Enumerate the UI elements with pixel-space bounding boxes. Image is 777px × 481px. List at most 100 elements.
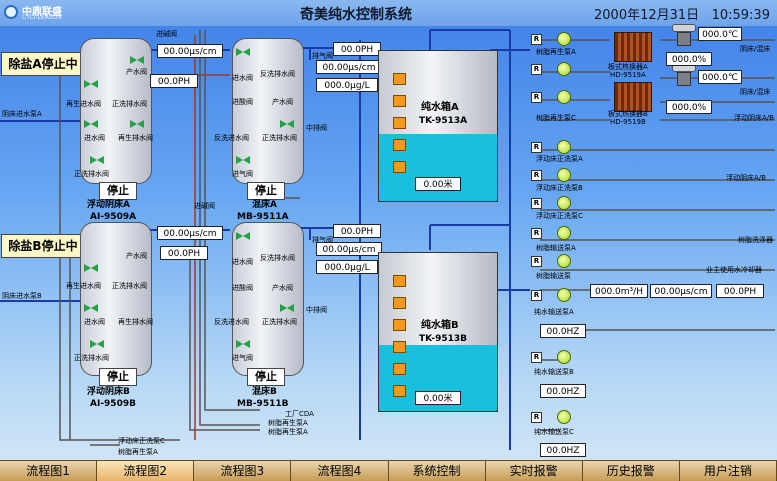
flow-display: 000.0m³/H xyxy=(590,284,648,298)
remote-indicator: R xyxy=(531,256,542,267)
pump-icon[interactable] xyxy=(555,90,573,104)
pump-icon[interactable] xyxy=(555,32,573,46)
valve-icon[interactable] xyxy=(280,304,294,313)
valve-icon[interactable] xyxy=(84,120,98,129)
valve-label: 排气阀 xyxy=(312,52,333,60)
valve-label: 正洗排水阀 xyxy=(262,134,297,142)
a-cond1-display: 00.00μs/cm xyxy=(157,44,223,58)
float-outlet-label: 浮动阴床A/B xyxy=(726,174,766,182)
tab-flow-4[interactable]: 流程图4 xyxy=(291,460,389,481)
valve-label: 进酸阀 xyxy=(232,284,253,292)
valve-icon[interactable] xyxy=(280,120,294,129)
b-silica-display: 000.0μg/L xyxy=(316,260,378,274)
bed-a1-name: 浮动阴床A xyxy=(87,200,130,210)
bed-a2-name: 混床A xyxy=(252,200,277,210)
level-indicator-icon xyxy=(393,363,406,375)
b-ph1-display: 00.0PH xyxy=(160,246,208,260)
bed-a2-stop-button[interactable]: 停止 xyxy=(247,182,285,200)
logo-cn: 中鼎联盛 xyxy=(22,7,62,18)
level-indicator-icon xyxy=(393,275,406,287)
pump-icon[interactable] xyxy=(555,254,573,268)
valve-icon[interactable] xyxy=(130,56,144,65)
level-indicator-icon xyxy=(393,117,406,129)
valve-label: 排气阀 xyxy=(312,236,333,244)
valve-label: 反洗进水阀 xyxy=(214,134,249,142)
bed-a1-code: AI-9509A xyxy=(90,212,137,222)
remote-indicator: R xyxy=(531,64,542,75)
pump-icon[interactable] xyxy=(555,410,573,424)
valve-label: 正洗排水阀 xyxy=(74,354,109,362)
tab-system-control[interactable]: 系统控制 xyxy=(388,460,486,481)
a-cond2-display: 00.00μs/cm xyxy=(316,60,382,74)
valve-label: 产水阀 xyxy=(272,98,293,106)
bed-a1-stop-button[interactable]: 停止 xyxy=(99,182,137,200)
remote-indicator: R xyxy=(531,170,542,181)
a-ph1-display: 00.0PH xyxy=(150,74,198,88)
remote-indicator: R xyxy=(531,198,542,209)
temp1-display: 000.0℃ xyxy=(698,27,742,41)
tab-logout[interactable]: 用户注销 xyxy=(679,460,777,481)
pump-icon[interactable] xyxy=(555,196,573,210)
regen-a2-label: 树脂再生泵A xyxy=(268,428,308,436)
valve-label: 再生进水阀 xyxy=(66,100,101,108)
level-indicator-icon xyxy=(393,139,406,151)
remote-indicator: R xyxy=(531,352,542,363)
valve-icon[interactable] xyxy=(84,304,98,313)
pure-water-tank-a: 纯水箱A TK-9513A 0.00米 xyxy=(378,50,498,202)
level-indicator-icon xyxy=(393,385,406,397)
tab-flow-1[interactable]: 流程图1 xyxy=(0,460,98,481)
resin-outlet-label: 树脂洗涤器 xyxy=(738,236,773,244)
valve-label: 正洗排水阀 xyxy=(112,282,147,290)
pump-icon[interactable] xyxy=(555,288,573,302)
valve-icon[interactable] xyxy=(236,156,250,165)
valve-icon[interactable] xyxy=(84,80,98,89)
pump-label: 浮动床正洗泵C xyxy=(536,212,583,220)
dryer-icon xyxy=(672,64,696,88)
pump-icon[interactable] xyxy=(555,140,573,154)
group-b-status: 除盐B停止中 xyxy=(1,234,85,258)
valve-icon[interactable] xyxy=(236,48,250,57)
tank-b-name: 纯水箱B xyxy=(421,320,459,331)
tab-flow-2[interactable]: 流程图2 xyxy=(97,460,195,481)
level-indicator-icon xyxy=(393,161,406,173)
level-indicator-icon xyxy=(393,95,406,107)
remote-indicator: R xyxy=(531,92,542,103)
valve-label: 正洗排水阀 xyxy=(112,100,147,108)
valve-label: 正洗排水阀 xyxy=(262,318,297,326)
tab-realtime-alarm[interactable]: 实时报警 xyxy=(485,460,583,481)
time: 10:59:39 xyxy=(711,8,770,23)
logo-mark-icon xyxy=(4,5,18,19)
valve-icon[interactable] xyxy=(130,120,144,129)
bed-b1-stop-button[interactable]: 停止 xyxy=(99,368,137,386)
valve-icon[interactable] xyxy=(236,340,250,349)
b-ph2-display: 00.0PH xyxy=(333,224,381,238)
pump-label: 树脂再生泵A xyxy=(536,48,576,56)
pump-label: 树脂输送泵A xyxy=(536,244,576,252)
pump-icon[interactable] xyxy=(555,350,573,364)
valve-icon[interactable] xyxy=(90,340,104,349)
heat-exchanger-a xyxy=(614,32,652,62)
tank-a-code: TK-9513A xyxy=(419,116,468,126)
user-line-label: 业主使用水冷却器 xyxy=(706,266,762,274)
cond-display: 00.00μs/cm xyxy=(650,284,712,298)
mixed-bed-b xyxy=(232,222,304,376)
valve-icon[interactable] xyxy=(236,232,250,241)
tab-history-alarm[interactable]: 历史报警 xyxy=(582,460,680,481)
bed-b1-code: AI-9509B xyxy=(90,399,136,409)
bed-b2-stop-button[interactable]: 停止 xyxy=(247,368,285,386)
pump-icon[interactable] xyxy=(555,226,573,240)
valve-label: 进碱阀 xyxy=(156,30,177,38)
valve-icon[interactable] xyxy=(84,264,98,273)
ph-display: 00.0PH xyxy=(716,284,764,298)
pump-label: 树脂输送泵 xyxy=(536,272,571,280)
pump-label: 树脂再生泵C xyxy=(536,114,576,122)
outlet-b-label: 阴床/混床 xyxy=(740,88,771,96)
bed-b2-name: 混床B xyxy=(252,387,277,397)
regen-line-label: 树脂再生泵A xyxy=(118,448,158,456)
pump-icon[interactable] xyxy=(555,168,573,182)
outlet-c-label: 浮动阴床A/B xyxy=(734,114,774,122)
tab-flow-3[interactable]: 流程图3 xyxy=(194,460,292,481)
valve-icon[interactable] xyxy=(90,156,104,165)
valve-label: 反洗排水阀 xyxy=(260,254,295,262)
pump-icon[interactable] xyxy=(555,62,573,76)
